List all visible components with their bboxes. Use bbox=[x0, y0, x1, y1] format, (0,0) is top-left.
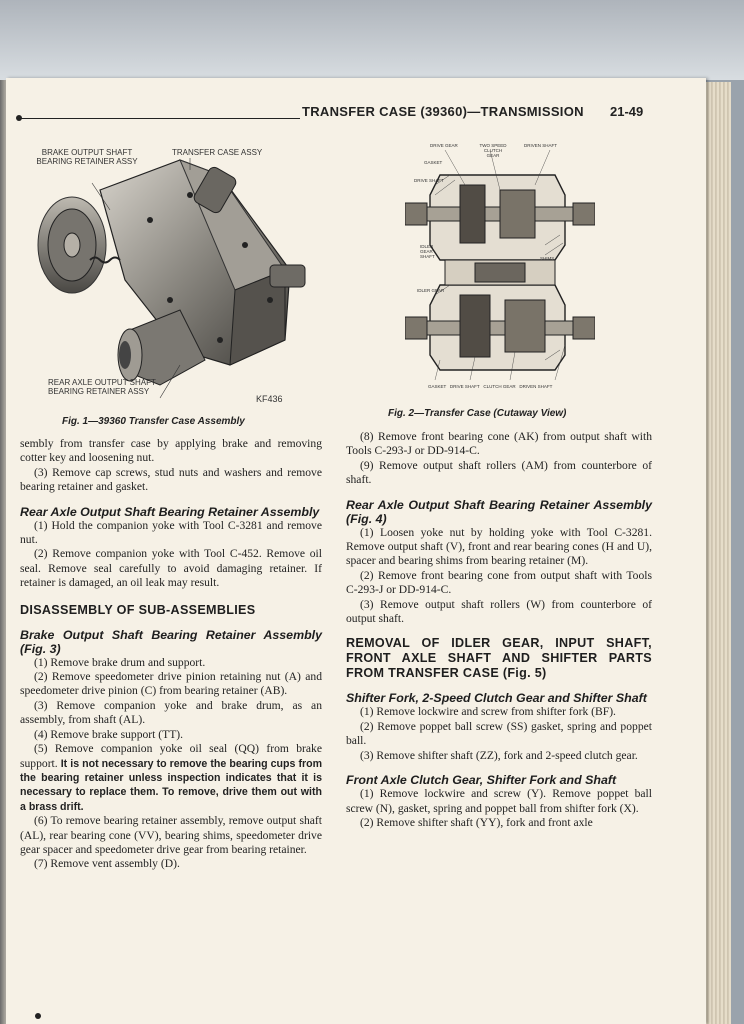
fig1-caption: Fig. 1—39360 Transfer Case Assembly bbox=[62, 416, 245, 427]
header-rule bbox=[20, 118, 300, 119]
right-paragraph: (9) Remove output shaft rollers (AM) fro… bbox=[346, 458, 652, 487]
figure-2-cutaway-view bbox=[404, 145, 596, 395]
fig2-label-gasket: GASKET bbox=[424, 160, 443, 165]
right-paragraph: (1) Remove lockwire and screw from shift… bbox=[360, 705, 616, 719]
left-paragraph: (1) Hold the companion yoke with Tool C-… bbox=[20, 518, 322, 547]
heading-front-axle-clutch: Front Axle Clutch Gear, Shifter Fork and… bbox=[346, 773, 617, 788]
heading-shifter-fork: Shifter Fork, 2-Speed Clutch Gear and Sh… bbox=[346, 691, 647, 706]
left-paragraph: (6) To remove bearing retainer assembly,… bbox=[20, 814, 322, 856]
background-surface bbox=[0, 0, 744, 80]
bearing-cup-note: It is not necessary to remove the bearin… bbox=[20, 757, 322, 813]
heading-disassembly-sub-assemblies: DISASSEMBLY OF SUB-ASSEMBLIES bbox=[20, 602, 256, 617]
step-5-text: (5) Remove companion yoke oil seal (QQ) … bbox=[20, 742, 322, 770]
heading-rear-axle-retainer: Rear Axle Output Shaft Bearing Retainer … bbox=[20, 504, 320, 519]
right-paragraph: (3) Remove shifter shaft (ZZ), fork and … bbox=[360, 748, 638, 762]
left-paragraph: (3) Remove cap screws, stud nuts and was… bbox=[20, 465, 322, 494]
left-paragraph: (4) Remove brake support (TT). bbox=[34, 727, 184, 741]
fig2-caption: Fig. 2—Transfer Case (Cutaway View) bbox=[388, 408, 567, 419]
left-paragraph: sembly from transfer case by applying br… bbox=[20, 437, 322, 465]
left-column: sembly from transfer case by applying br… bbox=[20, 437, 322, 872]
header-bullet bbox=[16, 115, 22, 121]
heading-removal-idler-gear: REMOVAL OF IDLER GEAR, INPUT SHAFT, FRON… bbox=[346, 636, 652, 681]
fig1-label-brake-output: BRAKE OUTPUT SHAFT BEARING RETAINER ASSY bbox=[36, 148, 138, 166]
fig1-code: KF436 bbox=[256, 394, 283, 404]
right-column: (8) Remove front bearing cone (AK) from … bbox=[346, 430, 652, 830]
right-paragraph: (2) Remove front bearing cone from outpu… bbox=[346, 568, 652, 597]
heading-brake-output-retainer: Brake Output Shaft Bearing Retainer Asse… bbox=[20, 627, 322, 656]
transfer-case-drawing bbox=[37, 158, 306, 399]
right-paragraph: (8) Remove front bearing cone (AK) from … bbox=[346, 430, 652, 458]
right-paragraph: (1) Remove lockwire and screw (Y). Remov… bbox=[346, 787, 652, 815]
right-paragraph: (2) Remove shifter shaft (YY), fork and … bbox=[360, 815, 593, 829]
left-paragraph: (2) Remove companion yoke with Tool C-45… bbox=[20, 547, 322, 590]
fig2-label-bottom-row: GASKET DRIVE SHAFT CLUTCH GEAR DRIVEN SH… bbox=[428, 384, 553, 389]
right-paragraph: (2) Remove poppet ball screw (SS) gasket… bbox=[346, 719, 652, 748]
heading-rear-axle-retainer-fig4: Rear Axle Output Shaft Bearing Retainer … bbox=[346, 497, 652, 526]
left-paragraph-with-note: (5) Remove companion yoke oil seal (QQ) … bbox=[20, 742, 322, 814]
fig1-label-transfer-case: TRANSFER CASE ASSY bbox=[172, 148, 263, 157]
page-number: 21-49 bbox=[610, 104, 644, 119]
running-header-title: TRANSFER CASE (39360)—TRANSMISSION bbox=[302, 104, 584, 119]
fig2-label-idler-shaft: IDLER GEAR SHAFT bbox=[420, 244, 435, 259]
book-spine-shadow bbox=[0, 80, 8, 1024]
figure-1-transfer-case-illustration bbox=[30, 150, 320, 400]
fig2-label-idler-gear: IDLER GEAR bbox=[417, 288, 445, 293]
cutaway-drawing bbox=[404, 149, 596, 381]
left-paragraph: (2) Remove speedometer drive pinion reta… bbox=[20, 670, 322, 698]
right-paragraph: (1) Loosen yoke nut by holding yoke with… bbox=[346, 525, 652, 568]
fig2-label-drive-shaft: DRIVE SHAFT bbox=[414, 178, 444, 183]
fig2-label-shims: SHIMS bbox=[540, 256, 555, 261]
fig2-label-drive-gear: DRIVE GEAR bbox=[430, 143, 458, 148]
fig2-label-driven-shaft: DRIVEN SHAFT bbox=[524, 143, 558, 148]
page-bullet-mark bbox=[35, 1013, 41, 1019]
left-paragraph: (1) Remove brake drum and support. bbox=[34, 655, 206, 669]
left-paragraph: (7) Remove vent assembly (D). bbox=[34, 857, 180, 871]
right-paragraph: (3) Remove output shaft rollers (W) from… bbox=[346, 597, 652, 626]
fig1-label-rear-axle: REAR AXLE OUTPUT SHAFT BEARING RETAINER … bbox=[48, 378, 156, 396]
fig2-label-two-speed: TWO SPEED CLUTCH GEAR bbox=[479, 143, 507, 158]
left-paragraph: (3) Remove companion yoke and brake drum… bbox=[20, 698, 322, 727]
